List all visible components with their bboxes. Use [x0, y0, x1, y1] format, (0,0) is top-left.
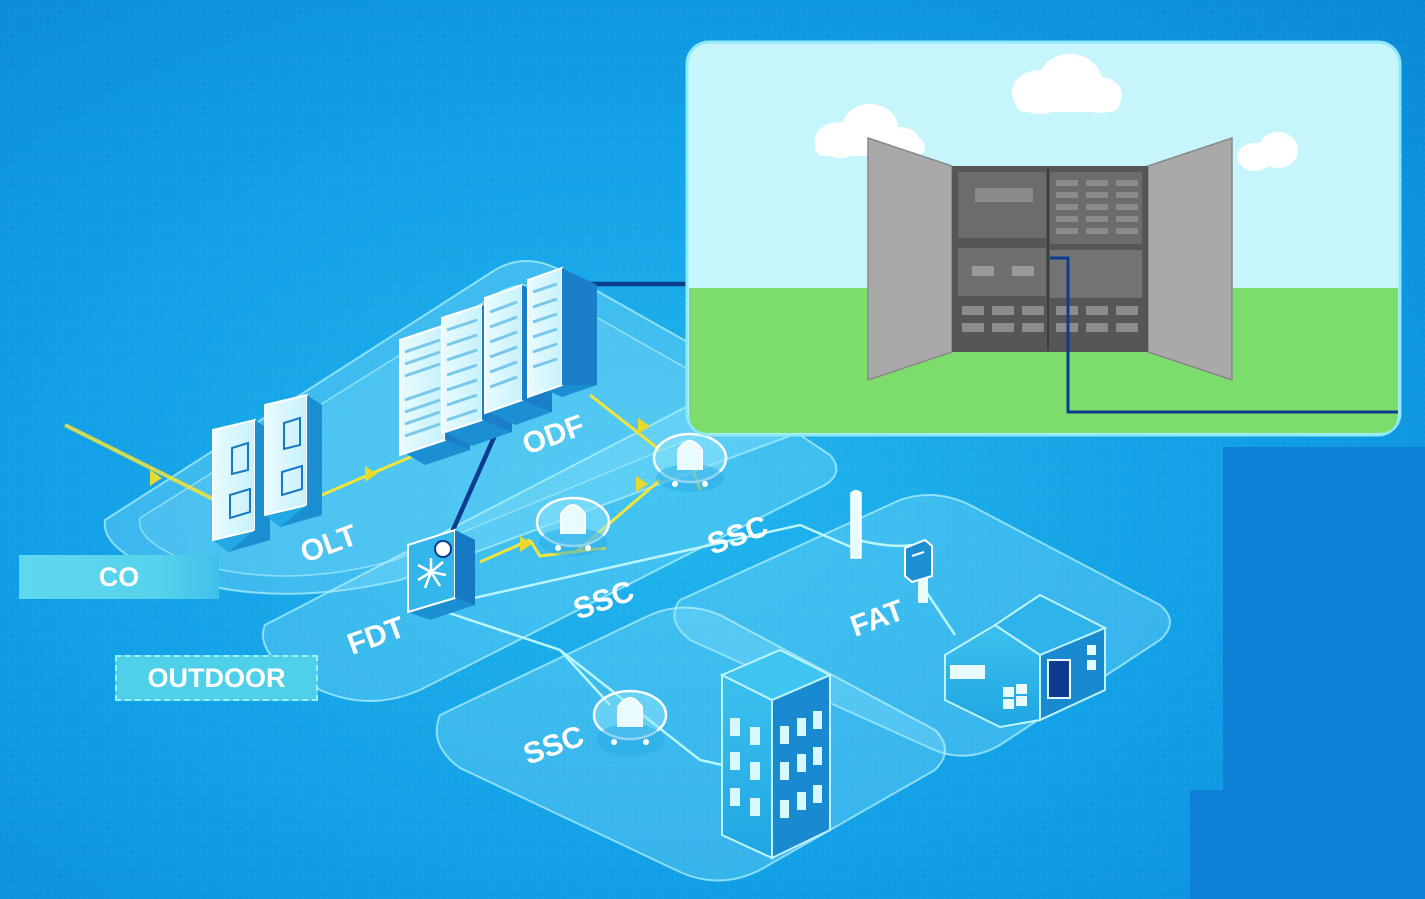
outdoor-tag-text: OUTDOOR: [147, 662, 286, 693]
house-icon: [944, 593, 1108, 729]
overlay-block-upper: [1223, 447, 1425, 790]
overlay-block-lower: [1190, 790, 1425, 899]
apartment-building-icon: [719, 648, 833, 860]
inset-blue-fiber: [1050, 256, 1398, 414]
cabinet-inset-panel: [685, 40, 1402, 437]
olt-rack-icon: [212, 393, 322, 552]
ssc-manhole-icon: [535, 496, 611, 556]
utility-pole-icon: [850, 490, 862, 559]
fdt-splitter-icon: [407, 528, 475, 620]
co-tag-text: CO: [98, 561, 140, 592]
cloud-icon: [1237, 132, 1298, 171]
arrow-markers: [150, 418, 650, 552]
cloud-icon: [1012, 54, 1122, 114]
fat-box-icon: [904, 538, 933, 603]
odf-rack-icon: [399, 266, 597, 465]
outdoor-tag: OUTDOOR: [115, 655, 318, 701]
ssc-manhole-icon: [592, 689, 668, 756]
ssc-manhole-icon: [652, 432, 728, 492]
co-tag: CO: [19, 555, 219, 599]
